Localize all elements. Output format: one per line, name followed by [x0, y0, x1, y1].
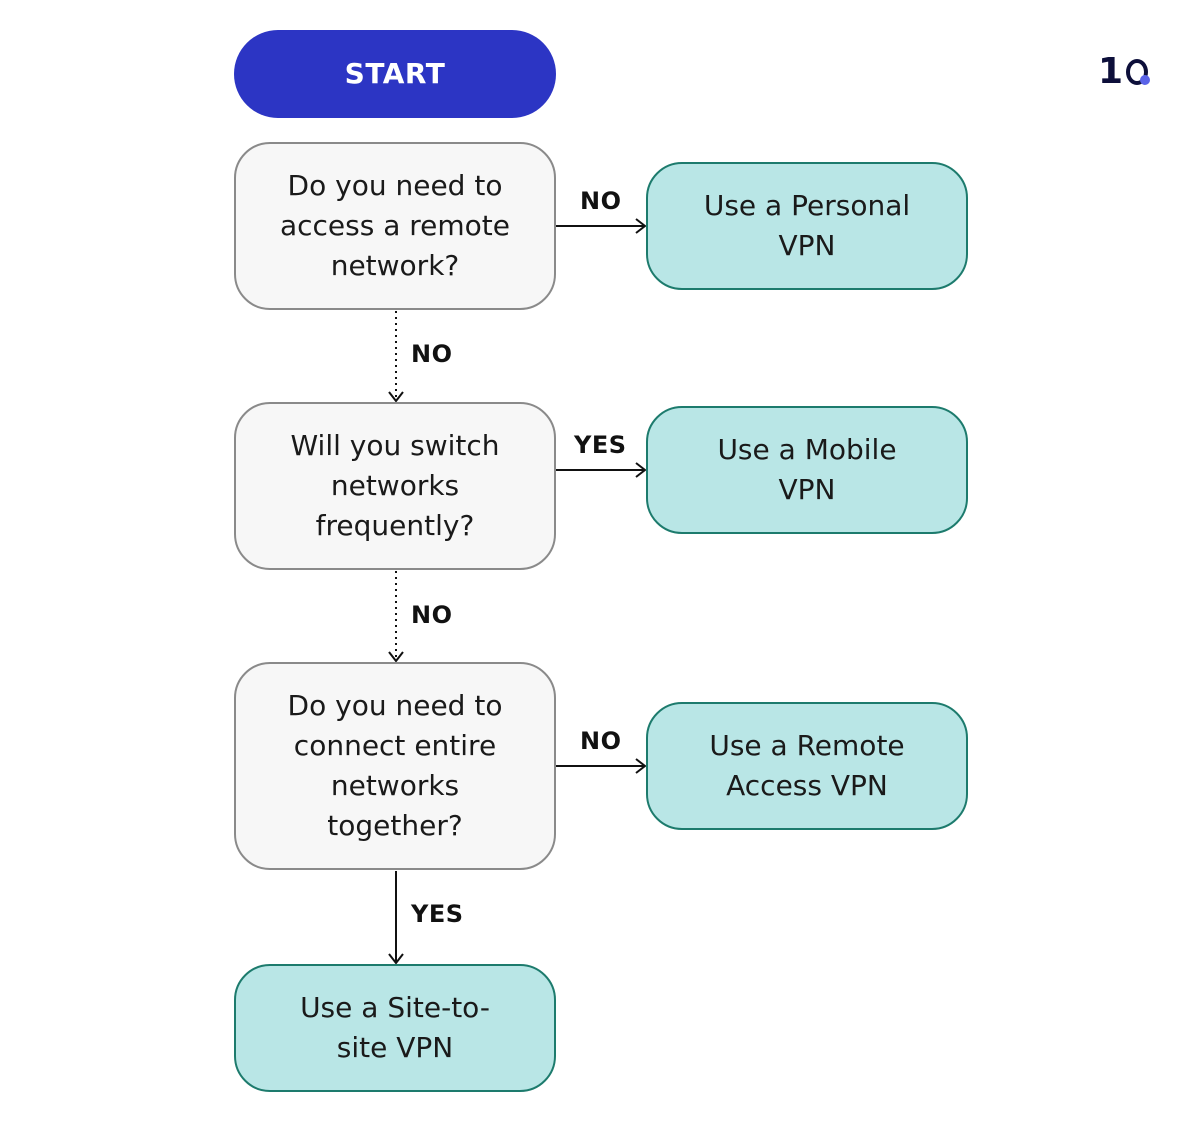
start-node: START [234, 30, 556, 118]
logo-digit-one: 1 [1098, 51, 1124, 92]
logo-ring-icon [1126, 59, 1151, 85]
question-connect-networks: Do you need to connect entire networks t… [234, 662, 556, 870]
logo-dot-icon [1140, 75, 1151, 85]
edge-label-q2-q3: NO [411, 601, 453, 629]
edge-q1-q2 [388, 311, 404, 403]
brand-logo-icon: 1 [1098, 51, 1151, 92]
result-site-to-site-vpn: Use a Site-to- site VPN [234, 964, 556, 1092]
edge-q2-r2 [556, 462, 647, 478]
question-switch-networks: Will you switch networks frequently? [234, 402, 556, 570]
edge-label-q2-r2: YES [574, 431, 627, 459]
edge-q3-r4 [388, 871, 404, 965]
edge-label-q1-r1: NO [580, 187, 622, 215]
edge-label-q1-q2: NO [411, 340, 453, 368]
edge-label-q3-r4: YES [411, 900, 464, 928]
edge-q2-q3 [388, 571, 404, 663]
result-remote-access-vpn: Use a Remote Access VPN [646, 702, 968, 830]
result-personal-vpn: Use a Personal VPN [646, 162, 968, 290]
edge-q1-r1 [556, 218, 647, 234]
question-remote-network: Do you need to access a remote network? [234, 142, 556, 310]
result-mobile-vpn: Use a Mobile VPN [646, 406, 968, 534]
edge-q3-r3 [556, 758, 647, 774]
edge-label-q3-r3: NO [580, 727, 622, 755]
